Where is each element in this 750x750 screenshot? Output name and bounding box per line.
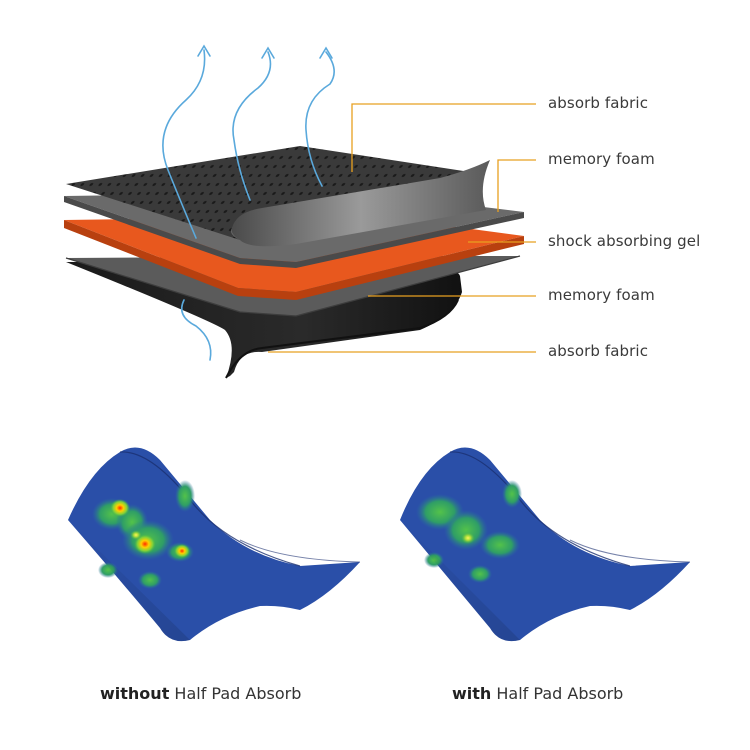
caption-without-bold: without: [100, 684, 170, 703]
label-shock-absorbing-gel: shock absorbing gel: [548, 232, 701, 250]
airflow-arrows: [162, 44, 335, 361]
airflow-arrow-4: [180, 299, 212, 361]
fabric-curl: [231, 160, 490, 247]
leader-absorb-fabric-top: [351, 103, 536, 172]
pressure-map-with: [400, 447, 691, 642]
label-absorb-fabric-top: absorb fabric: [548, 94, 649, 112]
leader-lines: [268, 103, 536, 353]
leader-memory-foam-upper: [497, 159, 536, 212]
airflow-arrow-3: [305, 51, 335, 187]
saddle-surface-right: [400, 447, 690, 642]
airflow-arrow-1: [162, 49, 206, 239]
label-memory-foam-lower: memory foam: [548, 286, 655, 304]
airflow-arrow-2: [232, 51, 272, 201]
label-absorb-fabric-bottom: absorb fabric: [548, 342, 649, 360]
saddle-surface-left: [68, 447, 360, 642]
caption-with: with Half Pad Absorb: [452, 684, 623, 703]
caption-with-rest: Half Pad Absorb: [491, 684, 624, 703]
caption-without: without Half Pad Absorb: [100, 684, 301, 703]
caption-without-rest: Half Pad Absorb: [169, 684, 302, 703]
pressure-map-without: [68, 447, 361, 642]
layer-stack: [64, 146, 524, 379]
caption-with-bold: with: [452, 684, 492, 703]
label-memory-foam-upper: memory foam: [548, 150, 655, 168]
